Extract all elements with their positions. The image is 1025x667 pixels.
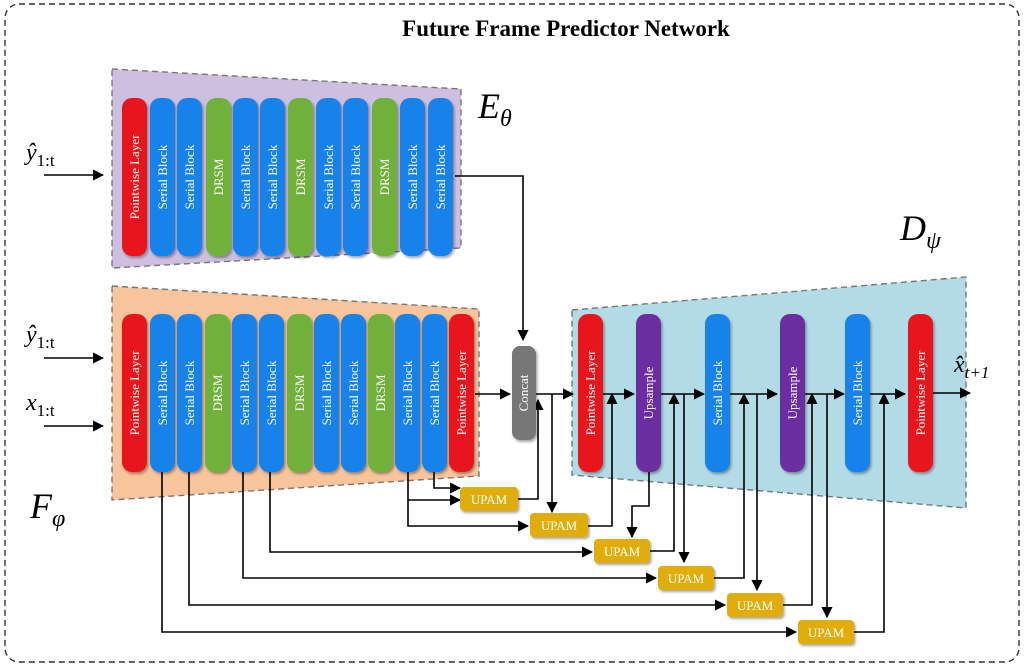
svg-text:UPAM: UPAM bbox=[808, 625, 845, 640]
skip-connections bbox=[161, 392, 890, 638]
upam-module: UPAM bbox=[530, 513, 588, 537]
encoder-e-block: Serial Block bbox=[400, 98, 425, 256]
e-to-concat-line bbox=[455, 175, 529, 342]
svg-text:Pointwise Layer: Pointwise Layer bbox=[913, 350, 928, 436]
encoder-f-block: Serial Block bbox=[314, 314, 339, 472]
decoder-block: Upsample bbox=[780, 314, 805, 472]
output-x-hat: x̂t+1 bbox=[953, 352, 989, 382]
encoder-f-block: Serial Block bbox=[422, 314, 447, 472]
encoder-f-block: Serial Block bbox=[232, 314, 257, 472]
svg-text:Serial Block: Serial Block bbox=[155, 144, 170, 209]
svg-text:DRSM: DRSM bbox=[211, 158, 226, 195]
decoder-label: Dψ bbox=[899, 208, 942, 254]
upam-modules: UPAM UPAM UPAM UPAM UPAM UPAM bbox=[460, 487, 854, 644]
decoder-block: Pointwise Layer bbox=[908, 314, 933, 472]
svg-text:DRSM: DRSM bbox=[377, 158, 392, 195]
encoder-f-block: DRSM bbox=[368, 314, 393, 472]
svg-text:UPAM: UPAM bbox=[471, 492, 508, 507]
outer-frame bbox=[4, 3, 1020, 663]
encoder-e-block: Serial Block bbox=[150, 98, 175, 256]
svg-text:Pointwise Layer: Pointwise Layer bbox=[454, 350, 469, 436]
svg-text:DRSM: DRSM bbox=[292, 374, 307, 411]
svg-text:Serial Block: Serial Block bbox=[265, 144, 280, 209]
svg-text:Pointwise Layer: Pointwise Layer bbox=[583, 350, 598, 436]
svg-text:Serial Block: Serial Block bbox=[182, 360, 197, 425]
input-e-y: ŷ1:t bbox=[24, 140, 55, 170]
upam-module: UPAM bbox=[460, 487, 518, 511]
svg-text:Serial Block: Serial Block bbox=[405, 144, 420, 209]
decoder-block: Pointwise Layer bbox=[578, 314, 603, 472]
decoder-region bbox=[571, 276, 967, 509]
upam-module: UPAM bbox=[658, 566, 714, 590]
encoder-e-block: DRSM bbox=[206, 98, 231, 256]
svg-text:Serial Block: Serial Block bbox=[433, 144, 448, 209]
svg-text:UPAM: UPAM bbox=[668, 571, 705, 586]
encoder-f-block: Serial Block bbox=[259, 314, 284, 472]
upam-module: UPAM bbox=[798, 620, 854, 644]
svg-text:Serial Block: Serial Block bbox=[237, 360, 252, 425]
svg-text:DRSM: DRSM bbox=[373, 374, 388, 411]
upam-module: UPAM bbox=[727, 593, 783, 617]
svg-text:UPAM: UPAM bbox=[737, 598, 774, 613]
decoder-block: Upsample bbox=[636, 314, 661, 472]
encoder-f-block: Serial Block bbox=[150, 314, 175, 472]
decoder-block: Serial Block bbox=[705, 314, 730, 472]
encoder-e-blocks: Pointwise Layer Serial Block Serial Bloc… bbox=[122, 98, 453, 256]
svg-text:UPAM: UPAM bbox=[541, 518, 578, 533]
decoder-blocks: Pointwise Layer Upsample Serial Block Up… bbox=[578, 314, 933, 472]
svg-text:Serial Block: Serial Block bbox=[427, 360, 442, 425]
encoder-e-block: Serial Block bbox=[428, 98, 453, 256]
svg-text:UPAM: UPAM bbox=[604, 544, 641, 559]
svg-text:DRSM: DRSM bbox=[293, 158, 308, 195]
input-f-y: ŷ1:t bbox=[24, 322, 55, 352]
svg-text:Upsample: Upsample bbox=[785, 366, 800, 419]
svg-text:Serial Block: Serial Block bbox=[182, 144, 197, 209]
decoder-block: Serial Block bbox=[845, 314, 870, 472]
encoder-f-block: Pointwise Layer bbox=[122, 314, 147, 472]
encoder-f-label: Fφ bbox=[29, 486, 65, 532]
encoder-f-block: Serial Block bbox=[177, 314, 202, 472]
svg-text:DRSM: DRSM bbox=[210, 374, 225, 411]
encoder-e-block: Serial Block bbox=[316, 98, 341, 256]
svg-text:Serial Block: Serial Block bbox=[238, 144, 253, 209]
encoder-e-label: Eθ bbox=[477, 86, 512, 132]
svg-text:Serial Block: Serial Block bbox=[400, 360, 415, 425]
svg-text:Upsample: Upsample bbox=[641, 366, 656, 419]
encoder-e-block: DRSM bbox=[288, 98, 313, 256]
diagram-title: Future Frame Predictor Network bbox=[402, 16, 730, 41]
encoder-e-block: DRSM bbox=[372, 98, 397, 256]
svg-text:Concat: Concat bbox=[516, 374, 531, 411]
svg-text:Pointwise Layer: Pointwise Layer bbox=[127, 134, 142, 220]
svg-text:Pointwise Layer: Pointwise Layer bbox=[127, 350, 142, 436]
encoder-e-block: Serial Block bbox=[233, 98, 258, 256]
encoder-f-block: Pointwise Layer bbox=[449, 314, 474, 472]
svg-text:Serial Block: Serial Block bbox=[321, 144, 336, 209]
encoder-e-block: Pointwise Layer bbox=[122, 98, 147, 256]
input-f-x: x1:t bbox=[25, 390, 55, 420]
encoder-f-block: Serial Block bbox=[395, 314, 420, 472]
encoder-e-block: Serial Block bbox=[177, 98, 202, 256]
svg-text:Serial Block: Serial Block bbox=[710, 360, 725, 425]
encoder-f-block: DRSM bbox=[205, 314, 230, 472]
encoder-f-blocks: Pointwise Layer Serial Block Serial Bloc… bbox=[122, 314, 474, 472]
svg-text:Serial Block: Serial Block bbox=[346, 360, 361, 425]
encoder-f-block: DRSM bbox=[287, 314, 312, 472]
encoder-f-block: Serial Block bbox=[341, 314, 366, 472]
encoder-e-block: Serial Block bbox=[343, 98, 368, 256]
svg-text:Serial Block: Serial Block bbox=[850, 360, 865, 425]
encoder-e-block: Serial Block bbox=[260, 98, 285, 256]
svg-text:Serial Block: Serial Block bbox=[348, 144, 363, 209]
concat-block: Concat bbox=[512, 346, 536, 440]
svg-text:Serial Block: Serial Block bbox=[155, 360, 170, 425]
svg-text:Serial Block: Serial Block bbox=[319, 360, 334, 425]
svg-text:Serial Block: Serial Block bbox=[264, 360, 279, 425]
upam-module: UPAM bbox=[594, 539, 650, 563]
